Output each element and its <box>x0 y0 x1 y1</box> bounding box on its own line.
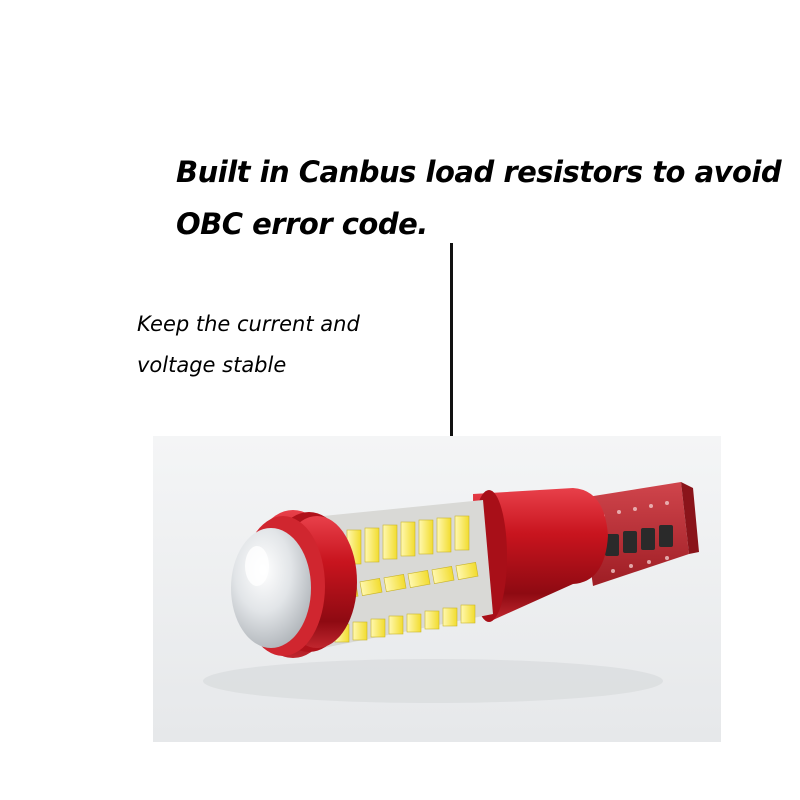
subtext: Keep the current and voltage stable <box>137 304 360 386</box>
canbus-pcb-base <box>581 482 699 586</box>
subtext-line-2: voltage stable <box>137 353 287 377</box>
callout-line <box>450 243 453 495</box>
bulb-housing <box>473 488 608 620</box>
headline: Built in Canbus load resistors to avoid … <box>176 146 782 250</box>
subtext-line-1: Keep the current and <box>137 312 360 336</box>
headline-line-1: Built in Canbus load resistors to avoid <box>176 155 782 189</box>
projector-lens <box>231 528 311 648</box>
led-bulb-photo <box>153 436 721 742</box>
headline-line-2: OBC error code. <box>176 207 428 241</box>
